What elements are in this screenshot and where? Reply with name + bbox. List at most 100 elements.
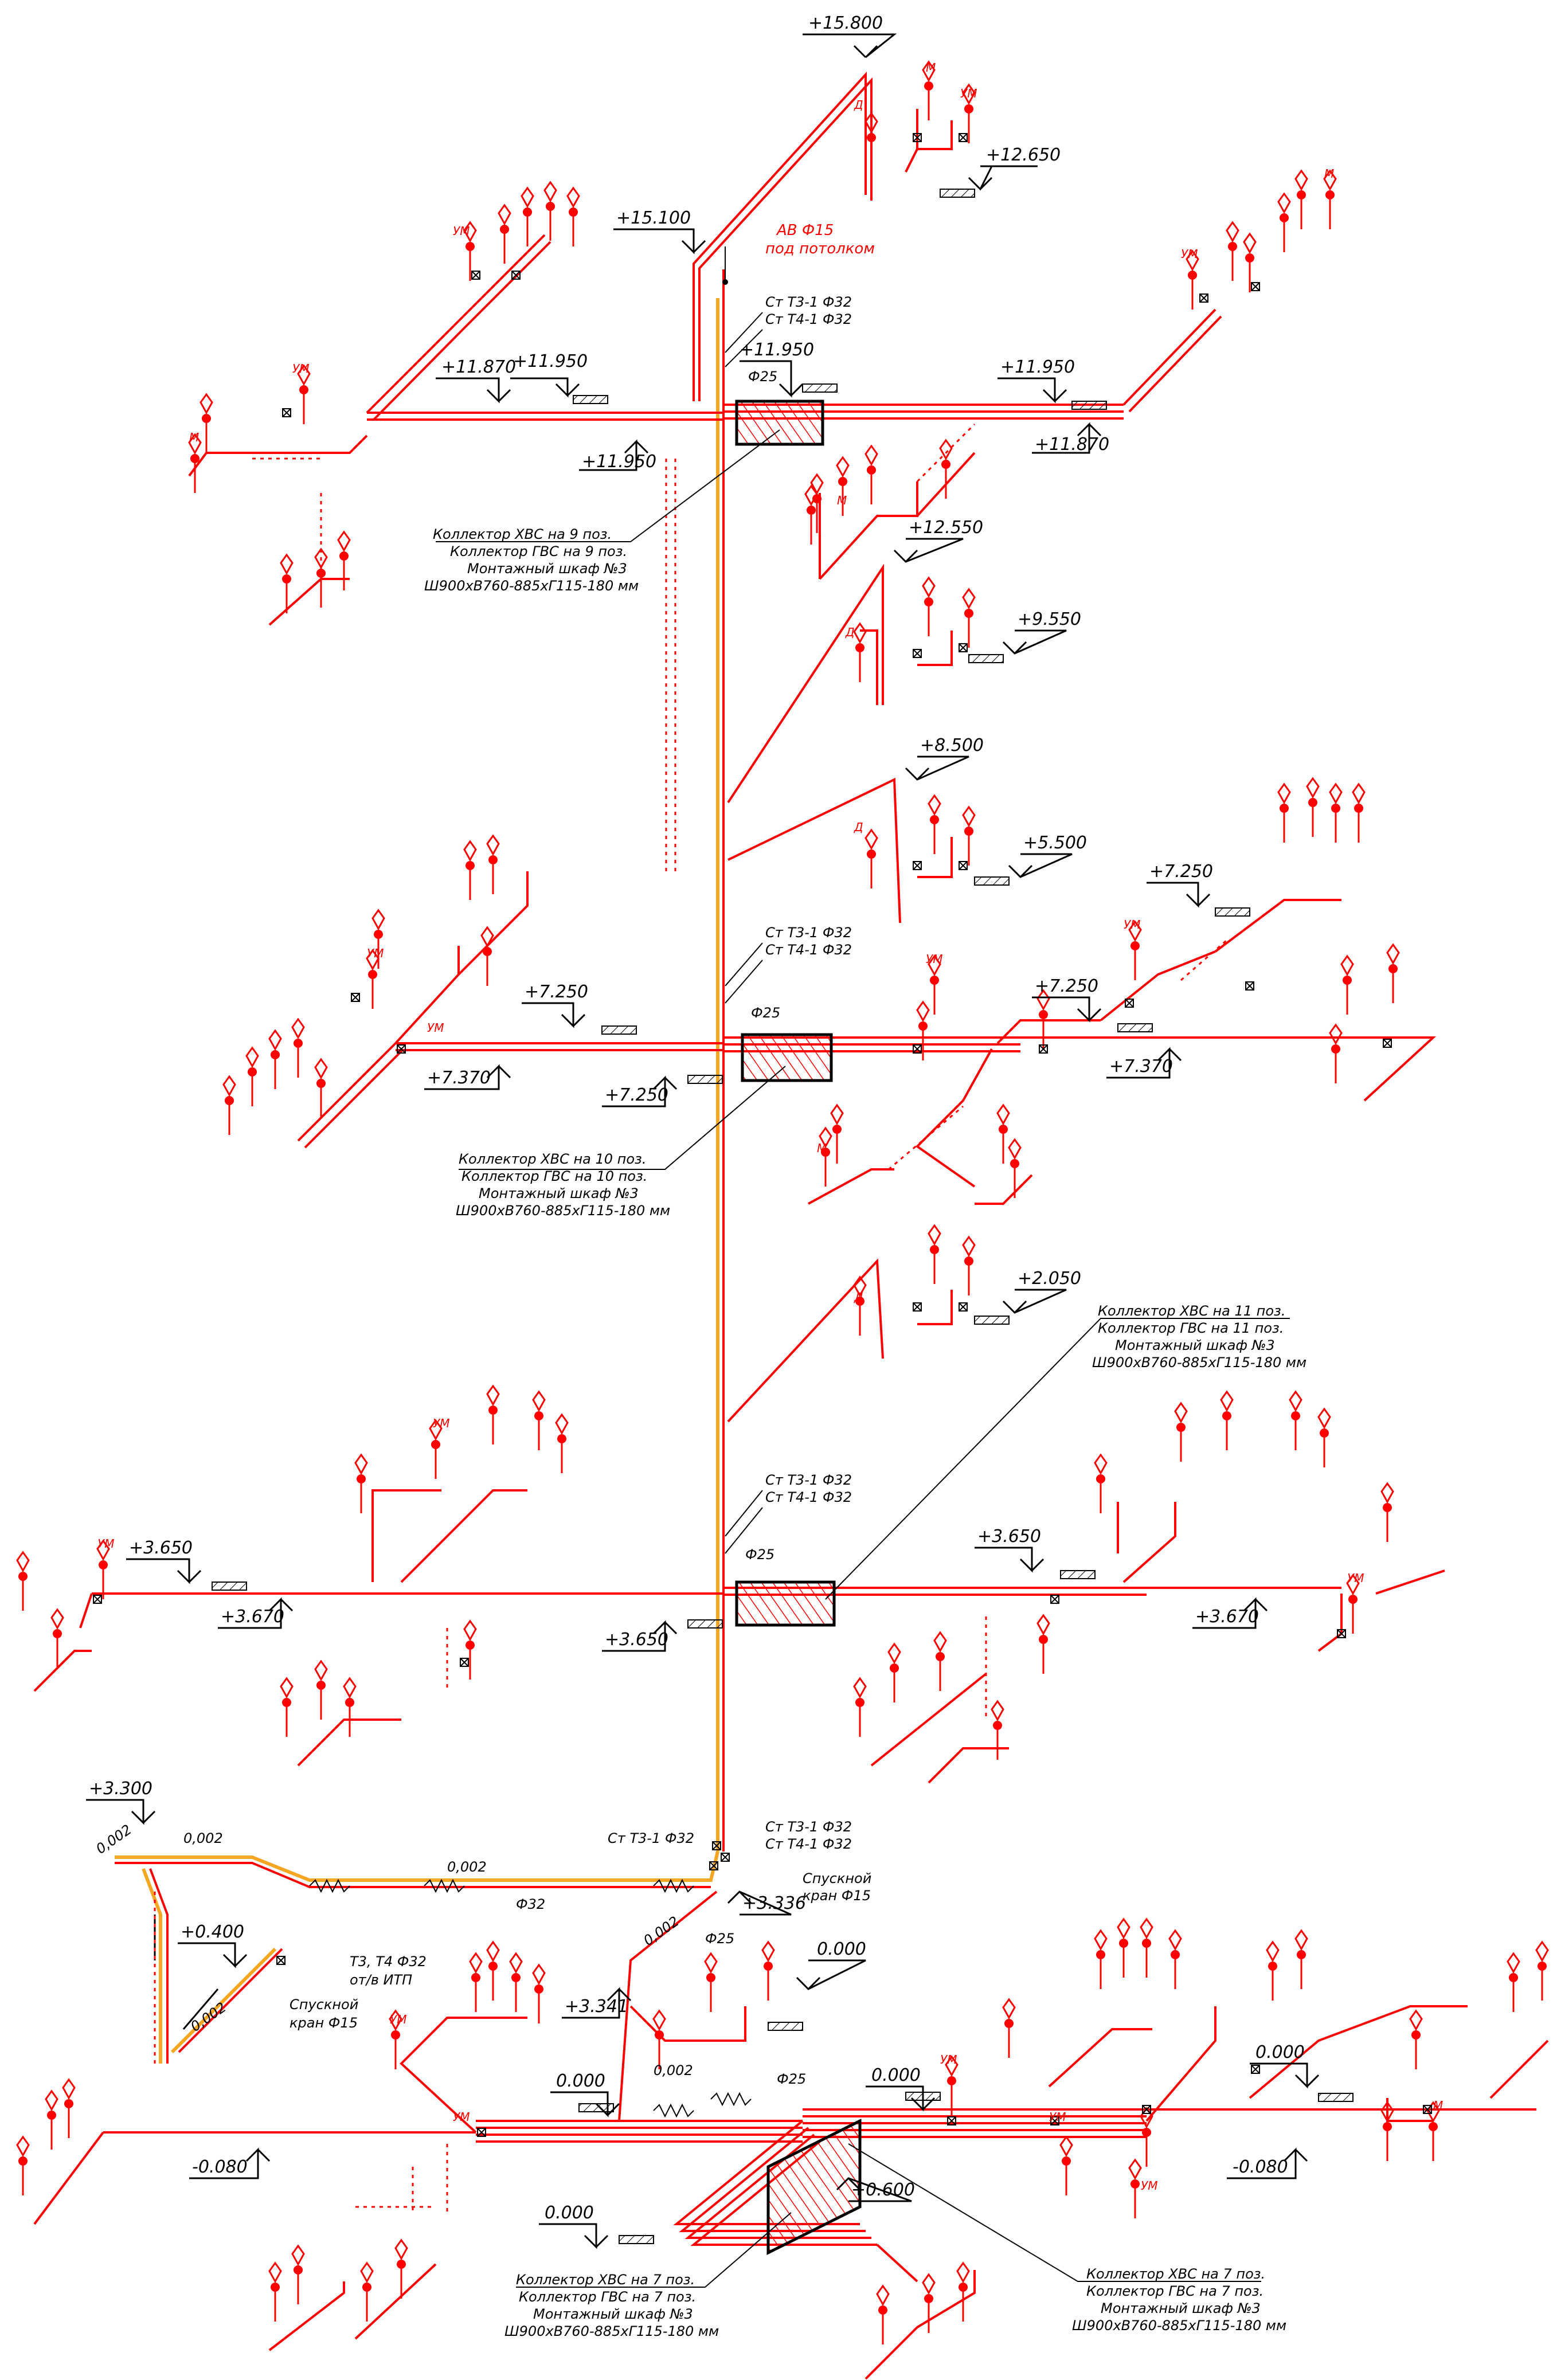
elev-l11-branch-low: +2.050 <box>1018 1269 1081 1289</box>
risers-11-line2: Ст Т4-1 Ф32 <box>765 1489 852 1505</box>
level-8-secondary <box>727 777 1010 923</box>
m11-line4: Ш900хВ760-885хГ115-180 мм <box>1092 1355 1306 1371</box>
elev-l9-left-b: +11.950 <box>513 351 588 371</box>
elev-l7-left-bottom: 0.000 <box>545 2203 594 2223</box>
elev-base-left-mid: +0.400 <box>181 1922 244 1942</box>
elev-l10-center: +7.250 <box>605 1085 668 1105</box>
m11-line2: Коллектор ГВС на 11 поз. <box>1098 1320 1284 1336</box>
elev-l8-branch-low: +5.500 <box>1023 833 1087 853</box>
elev-l9-right-b: +11.870 <box>1035 434 1109 455</box>
elev-roof-right: +12.650 <box>986 145 1061 165</box>
fixture-label: УМ <box>960 87 977 100</box>
fixture-label: УМ <box>1347 1571 1364 1585</box>
elev-l7-right-c: 0.000 <box>1255 2042 1305 2062</box>
elev-l11-center: +3.650 <box>605 1630 668 1650</box>
fixture-label: Д <box>854 98 863 112</box>
elev-l9-right-a: +11.950 <box>1000 357 1075 377</box>
av-note-line2: под потолком <box>765 240 875 257</box>
elev-l10-right-a: +7.250 <box>1035 976 1098 996</box>
drain-line1: Спускной <box>803 1870 871 1886</box>
slope-2: 0,002 <box>183 1830 223 1846</box>
level-7-branch <box>16 1918 1549 2380</box>
fixture-label: М <box>1433 2099 1443 2112</box>
m10-line1: Коллектор ХВС на 10 поз. <box>459 1151 646 1167</box>
slope-3: 0,002 <box>447 1859 487 1875</box>
manifold-cabinet-7 <box>766 2118 862 2256</box>
risers-9-line1: Ст Т3-1 Ф32 <box>765 294 852 310</box>
elev-top: +15.800 <box>808 13 883 33</box>
fixture-label: УМ <box>453 2110 470 2124</box>
fixture-label: УМ <box>427 1021 444 1035</box>
elev-upper-left-riser: +15.100 <box>616 208 691 228</box>
level-11-branch <box>16 1385 1445 1784</box>
fixture-label: УМ <box>1124 918 1140 931</box>
manifold-cabinet-10 <box>741 1033 833 1082</box>
elevation-labels: +15.800 +12.650 +15.100 +11.870 +11.950 … <box>89 13 1305 2223</box>
risers-11-line1: Ст Т3-1 Ф32 <box>765 1472 852 1488</box>
fixture-labels: УМ М Д УМ УМ М М УМ М Д Д УМ УМ УМ УМ М … <box>97 61 1443 2193</box>
fixture-label: М <box>926 61 936 75</box>
m7-right-line4: Ш900хВ760-885хГ115-180 мм <box>1072 2318 1286 2334</box>
d25-l7: Ф25 <box>777 2071 806 2087</box>
fixture-label: УМ <box>926 952 942 966</box>
d32-base: Ф32 <box>516 1896 545 1912</box>
fixture-label: УМ <box>1141 2179 1157 2193</box>
elev-l10-right-top: +7.250 <box>1149 862 1213 882</box>
elev-l11-left-b: +3.670 <box>221 1607 284 1627</box>
manifold-cabinet-11 <box>735 1580 836 1627</box>
m9-line3: Монтажный шкаф №3 <box>467 561 627 577</box>
itp-line2: от/в ИТП <box>350 1972 412 1988</box>
m9-line1: Коллектор ХВС на 9 поз. <box>433 526 612 542</box>
drain-left-line1: Спускной <box>290 1997 358 2013</box>
level-10-branch <box>222 777 1437 1205</box>
m7-left-line2: Коллектор ГВС на 7 поз. <box>519 2289 696 2305</box>
elev-l9-left-under: +11.950 <box>582 452 656 472</box>
fixture-label: УМ <box>292 362 309 375</box>
itp-line1: Т3, Т4 Ф32 <box>350 1954 427 1970</box>
risers-10-line1: Ст Т3-1 Ф32 <box>765 925 852 941</box>
m7-right-line1: Коллектор ХВС на 7 поз. <box>1086 2266 1265 2282</box>
elevation-leaders <box>86 33 1320 2249</box>
fixture-label: УМ <box>97 1537 114 1551</box>
elev-l7-right: -0.080 <box>1233 2157 1288 2177</box>
m7-left-line3: Монтажный шкаф №3 <box>533 2306 693 2322</box>
riser-left-base: Ст Т3-1 Ф32 <box>608 1830 694 1846</box>
m7-left-line1: Коллектор ХВС на 7 поз. <box>516 2272 695 2288</box>
manifold-labels: Коллектор ХВС на 9 поз. Коллектор ГВС на… <box>424 429 1306 2339</box>
elev-l11-left-a: +3.650 <box>129 1538 193 1558</box>
elev-l10-right-b: +7.370 <box>1109 1056 1173 1077</box>
fixture-label: М <box>1324 167 1334 181</box>
d25-11: Ф25 <box>745 1547 774 1563</box>
elev-l7-center-a: 0.000 <box>556 2071 605 2091</box>
m10-line2: Коллектор ГВС на 10 поз. <box>461 1168 647 1184</box>
fixture-label: УМ <box>1049 2110 1066 2124</box>
elev-l7-left: -0.080 <box>192 2157 248 2177</box>
base-feed <box>115 1841 752 2121</box>
fixture-label: УМ <box>433 1416 449 1430</box>
elev-l8-branch: +8.500 <box>920 735 984 756</box>
level-9-branch <box>188 170 1337 626</box>
slope-1: 0,002 <box>93 1822 134 1857</box>
elev-l11-right-b: +3.670 <box>1195 1607 1259 1627</box>
m9-line2: Коллектор ГВС на 9 поз. <box>450 543 627 559</box>
elev-l7-shelf: +0.600 <box>851 2180 915 2200</box>
elev-l10-left-a: +7.250 <box>525 982 588 1002</box>
d25-base: Ф25 <box>705 1931 734 1947</box>
m10-line4: Ш900хВ760-885хГ115-180 мм <box>456 1203 670 1219</box>
manifold-cabinet-9 <box>735 400 824 446</box>
m11-line1: Коллектор ХВС на 11 поз. <box>1098 1303 1285 1319</box>
fixture-label: М <box>189 430 199 444</box>
elev-l10-left-b: +7.370 <box>427 1068 491 1088</box>
slope-5: 0,002 <box>640 1913 682 1949</box>
av-note-line1: АВ Ф15 <box>776 222 834 239</box>
elev-base-riser-a: +3.336 <box>742 1893 806 1913</box>
fixture-label: УМ <box>367 946 384 960</box>
fixture-label: УМ <box>453 224 470 238</box>
elev-l7-center-b: 0.000 <box>871 2065 921 2085</box>
slope-6: 0,002 <box>654 2062 693 2078</box>
elev-l9-left-a: +11.870 <box>441 357 516 377</box>
fixture-label: М <box>837 494 847 507</box>
fixture-label: УМ <box>940 2053 957 2066</box>
elev-l7-right-top: 0.000 <box>817 1939 866 1959</box>
